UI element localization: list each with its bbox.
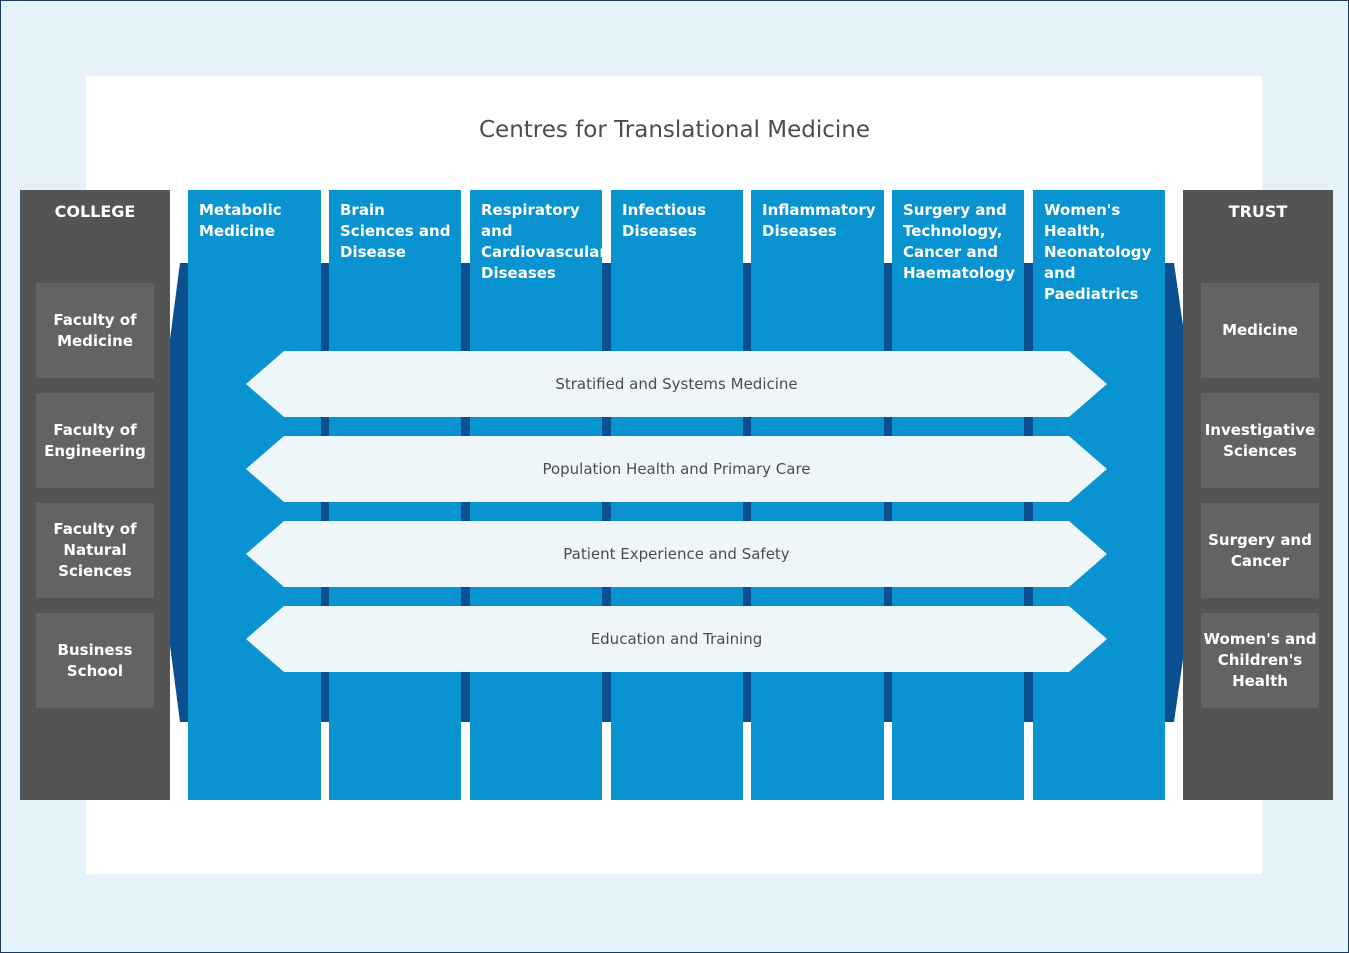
theme-label: Population Health and Primary Care bbox=[542, 460, 811, 478]
centre-label: Metabolic Medicine bbox=[199, 201, 282, 240]
college-heading: COLLEGE bbox=[54, 202, 136, 221]
diagram-title: Centres for Translational Medicine bbox=[479, 117, 870, 143]
centre-label: Surgery and Technology, Cancer and Haema… bbox=[903, 201, 1016, 282]
college-item: Business School bbox=[36, 613, 154, 708]
theme-label: Stratified and Systems Medicine bbox=[555, 375, 798, 393]
centre-label: Inflammatory Diseases bbox=[762, 201, 876, 240]
trust-heading: TRUST bbox=[1228, 202, 1288, 221]
college-item: Faculty of Medicine bbox=[36, 283, 154, 378]
theme-label: Education and Training bbox=[590, 630, 763, 648]
trust-item: Surgery and Cancer bbox=[1201, 503, 1319, 598]
college-panel: COLLEGE Faculty of Medicine Faculty of E… bbox=[20, 190, 170, 800]
centre-label: Women's Health, Neonatology and Paediatr… bbox=[1044, 201, 1152, 303]
college-item: Faculty of Natural Sciences bbox=[36, 503, 154, 598]
centre-label: Infectious Diseases bbox=[622, 201, 707, 240]
theme-arrow: Stratified and Systems Medicine bbox=[246, 351, 1107, 417]
theme-label: Patient Experience and Safety bbox=[563, 545, 790, 563]
centre-label: Respiratory and Cardiovascular Diseases bbox=[481, 201, 607, 282]
theme-arrow: Education and Training bbox=[246, 606, 1107, 672]
trust-item: Medicine bbox=[1201, 283, 1319, 378]
college-item: Faculty of Engineering bbox=[36, 393, 154, 488]
trust-panel: TRUST Medicine Investigative Sciences Su… bbox=[1183, 190, 1333, 800]
theme-arrow: Population Health and Primary Care bbox=[246, 436, 1107, 502]
trust-item: Women's and Children's Health bbox=[1201, 613, 1319, 708]
centre-label: Brain Sciences and Disease bbox=[340, 201, 451, 261]
left-connector-wedge bbox=[150, 263, 190, 722]
theme-arrow: Patient Experience and Safety bbox=[246, 521, 1107, 587]
trust-item: Investigative Sciences bbox=[1201, 393, 1319, 488]
